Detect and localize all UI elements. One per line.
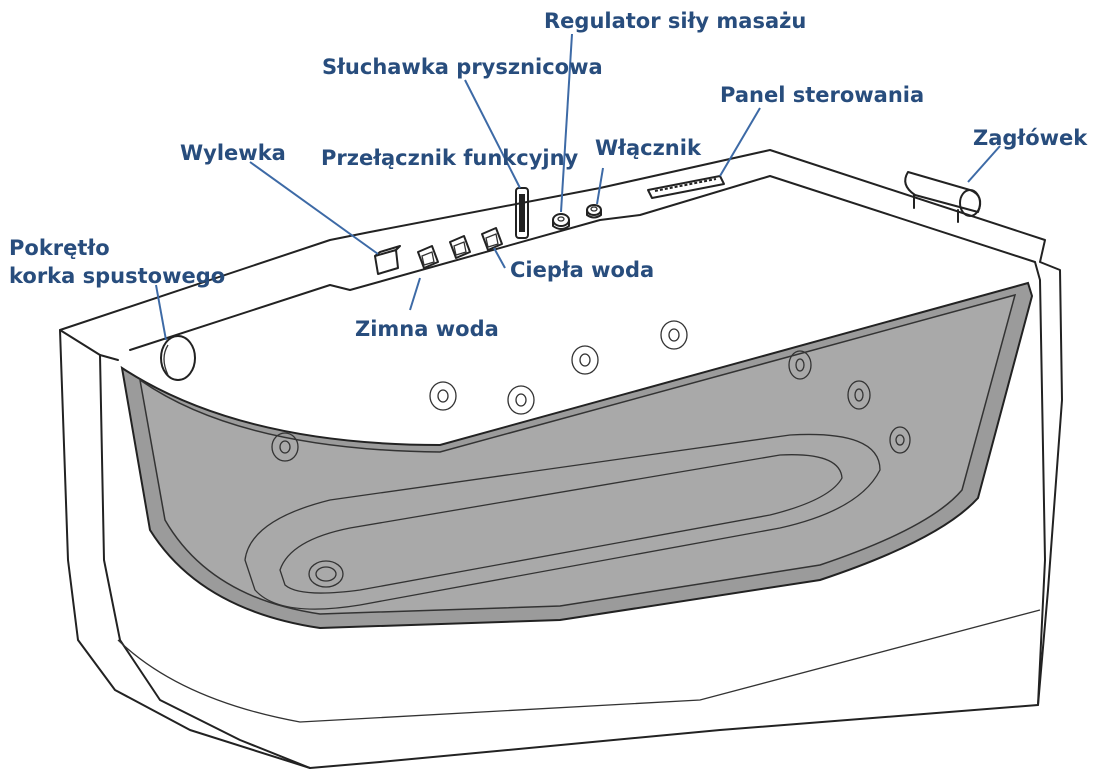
label-hot-water: Ciepła woda xyxy=(510,258,654,282)
leader-spout xyxy=(250,162,378,254)
leader-lines xyxy=(156,34,1000,340)
glass-panel xyxy=(122,283,1032,628)
spout xyxy=(375,246,400,274)
labels: Regulator siły masażu Słuchawka prysznic… xyxy=(9,9,1088,341)
jet xyxy=(430,382,456,410)
label-cold-water: Zimna woda xyxy=(355,317,499,341)
function-switch-handle xyxy=(450,236,470,258)
leader-drain-knob xyxy=(156,285,166,340)
power-switch xyxy=(587,205,601,218)
leader-cold xyxy=(410,278,420,310)
leader-headrest xyxy=(968,146,1000,182)
label-control-panel: Panel sterowania xyxy=(720,83,924,107)
label-massage-regulator: Regulator siły masażu xyxy=(544,9,806,33)
control-panel xyxy=(648,176,724,198)
label-hand-shower: Słuchawka prysznicowa xyxy=(322,55,603,79)
jet xyxy=(572,346,598,374)
cold-water-handle xyxy=(418,246,438,268)
jet xyxy=(661,321,687,349)
label-power-switch: Włącznik xyxy=(595,136,702,160)
leader-power xyxy=(597,168,603,204)
label-function-switch: Przełącznik funkcyjny xyxy=(321,146,579,170)
label-drain-knob-line2: korka spustowego xyxy=(9,264,225,288)
label-drain-knob-line1: Pokrętło xyxy=(9,236,110,260)
jet xyxy=(508,386,534,414)
leader-shower xyxy=(465,80,520,188)
leader-panel xyxy=(720,108,760,176)
hot-water-handle xyxy=(482,228,502,250)
label-headrest: Zagłówek xyxy=(973,126,1088,150)
hand-shower xyxy=(516,188,528,238)
massage-regulator-knob xyxy=(553,214,569,229)
drain-knob xyxy=(161,336,195,380)
leader-hot xyxy=(494,248,505,268)
label-spout: Wylewka xyxy=(180,141,286,165)
